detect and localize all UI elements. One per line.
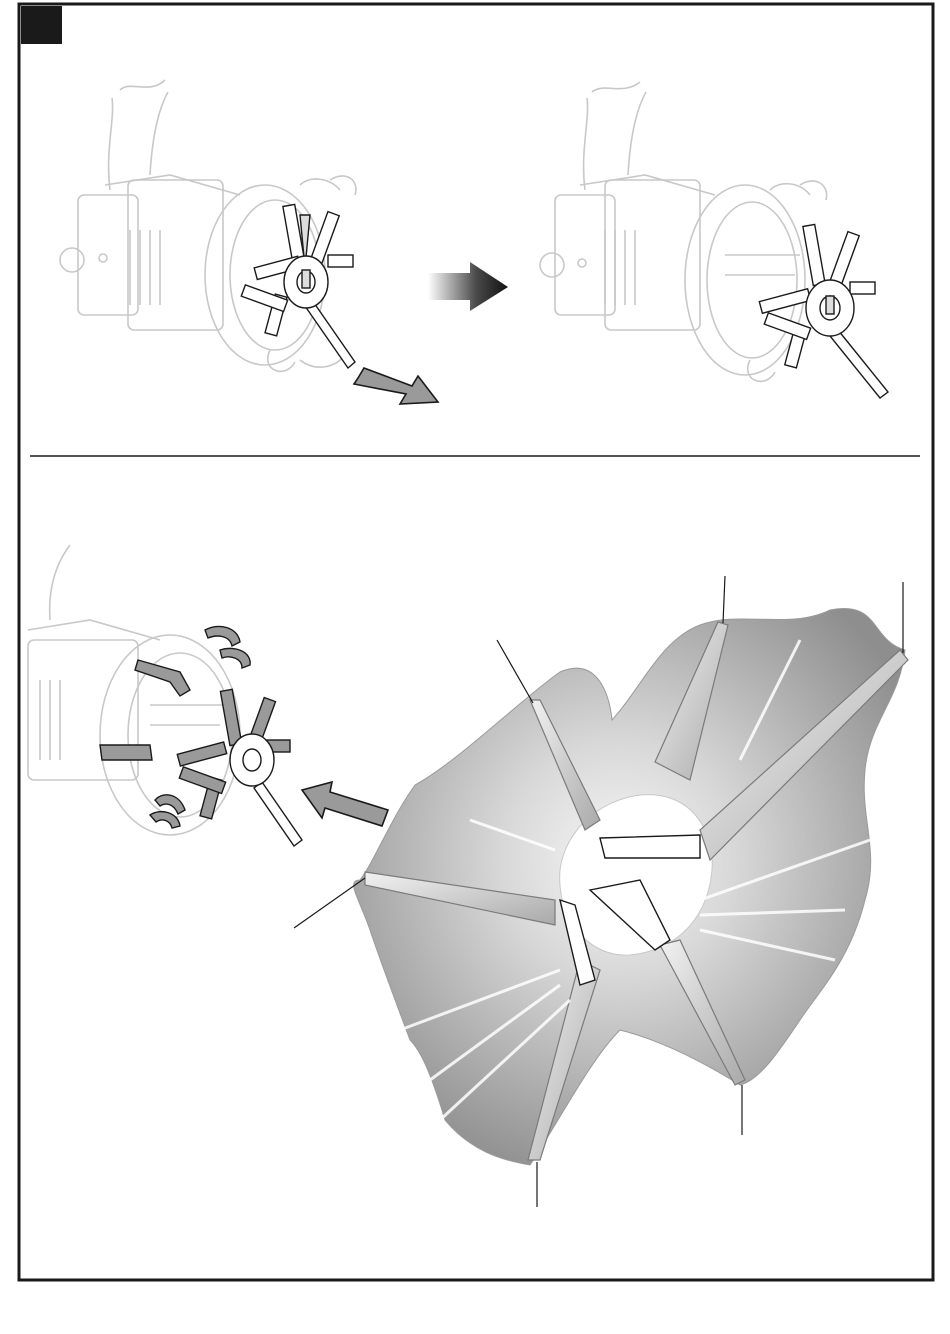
motor-before-icon	[60, 80, 356, 371]
step-marker	[21, 6, 62, 44]
reflector-part-icon	[354, 608, 908, 1165]
rotor-blade-icon	[241, 204, 355, 368]
result-arrow-icon	[428, 262, 508, 311]
inner-clip-1	[600, 835, 700, 858]
callout-line-2	[723, 576, 725, 623]
callout-line-1	[497, 640, 533, 703]
rotor-blade-shifted-icon	[759, 224, 888, 398]
push-arrow-icon	[302, 782, 388, 826]
rotor-install-icon	[177, 689, 302, 846]
motor-after-icon	[540, 82, 827, 381]
callout-line-4	[294, 878, 365, 928]
pull-arrow-icon	[354, 368, 438, 404]
